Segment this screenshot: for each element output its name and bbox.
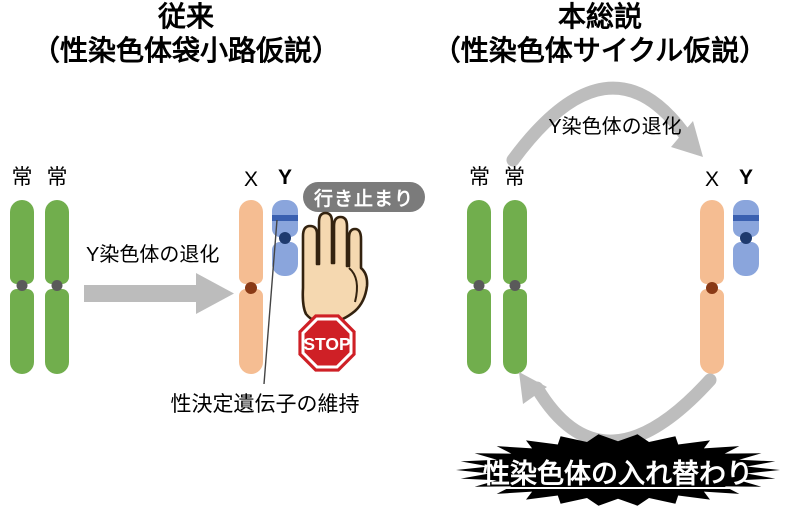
- left-x-label: X: [243, 168, 258, 191]
- y-short-arm: [733, 200, 759, 237]
- chromosome-arm: [503, 289, 527, 374]
- right-autosome-chromosome-2: [503, 200, 527, 374]
- right-title-line2: （性染色体サイクル仮説）: [432, 35, 768, 66]
- cycle-arrow-top-icon: [506, 81, 703, 167]
- centromere-dot: [51, 280, 63, 291]
- chromosome-arm: [239, 200, 263, 284]
- right-y-label: Y: [738, 166, 753, 189]
- sex-determining-gene-band: [272, 215, 298, 221]
- right-autosome-label-2: 常: [504, 166, 525, 189]
- centromere-dot: [279, 232, 291, 244]
- right-autosome-chromosome-1: [467, 200, 491, 374]
- right-block-arrow-icon: [84, 273, 234, 314]
- chromosome-arm: [700, 200, 724, 284]
- left-autosome-chromosome-1: [10, 200, 34, 374]
- right-x-chromosome: [700, 200, 724, 374]
- left-y-label: Y: [277, 166, 292, 189]
- y-long-arm: [272, 242, 298, 276]
- chromosome-arm: [467, 289, 491, 374]
- right-x-label: X: [704, 168, 719, 191]
- dead-end-bubble: 行き止まり: [303, 182, 425, 212]
- left-degeneration-arrow-label: Y染色体の退化: [86, 244, 220, 266]
- centromere-dot: [509, 280, 521, 291]
- left-x-chromosome: [239, 200, 263, 374]
- chromosome-arm: [467, 200, 491, 284]
- right-title-line1: 本総説: [557, 1, 642, 32]
- centromere-dot: [706, 282, 718, 294]
- chromosome-arm: [45, 200, 69, 284]
- chromosome-arm: [45, 289, 69, 374]
- stop-sign-icon: STOP: [298, 314, 356, 372]
- right-y-chromosome: [733, 200, 759, 276]
- gene-annotation: 性決定遺伝子の維持: [170, 393, 360, 416]
- gene-pointer-line: [263, 219, 278, 385]
- right-panel-title: 本総説 （性染色体サイクル仮説）: [410, 0, 790, 68]
- centromere-dot: [245, 282, 257, 294]
- left-autosome-label-1: 常: [11, 166, 33, 189]
- chromosome-arm: [239, 289, 263, 374]
- chromosome-arm: [10, 289, 34, 374]
- turnover-burst-bubble: [456, 434, 780, 506]
- left-panel-title: 従来 （性染色体袋小路仮説）: [0, 0, 372, 68]
- chromosome-arm: [700, 289, 724, 374]
- left-autosome-label-2: 常: [46, 166, 68, 189]
- left-title-line2: （性染色体袋小路仮説）: [31, 35, 340, 66]
- centromere-dot: [473, 280, 485, 291]
- chromosome-arm: [10, 200, 34, 284]
- sex-determining-gene-band: [733, 215, 759, 221]
- dead-end-bubble-label: 行き止まり: [313, 188, 414, 210]
- y-long-arm: [733, 242, 759, 276]
- centromere-dot: [16, 280, 28, 291]
- turnover-burst-label: 性染色体の入れ替わり: [483, 459, 753, 489]
- chromosome-arm: [503, 200, 527, 284]
- stop-sign-label: STOP: [303, 334, 351, 354]
- right-autosome-label-1: 常: [469, 166, 490, 189]
- left-title-line1: 従来: [157, 1, 214, 32]
- left-autosome-chromosome-2: [45, 200, 69, 374]
- centromere-dot: [740, 232, 752, 244]
- right-degeneration-arrow-label: Y染色体の退化: [548, 116, 682, 138]
